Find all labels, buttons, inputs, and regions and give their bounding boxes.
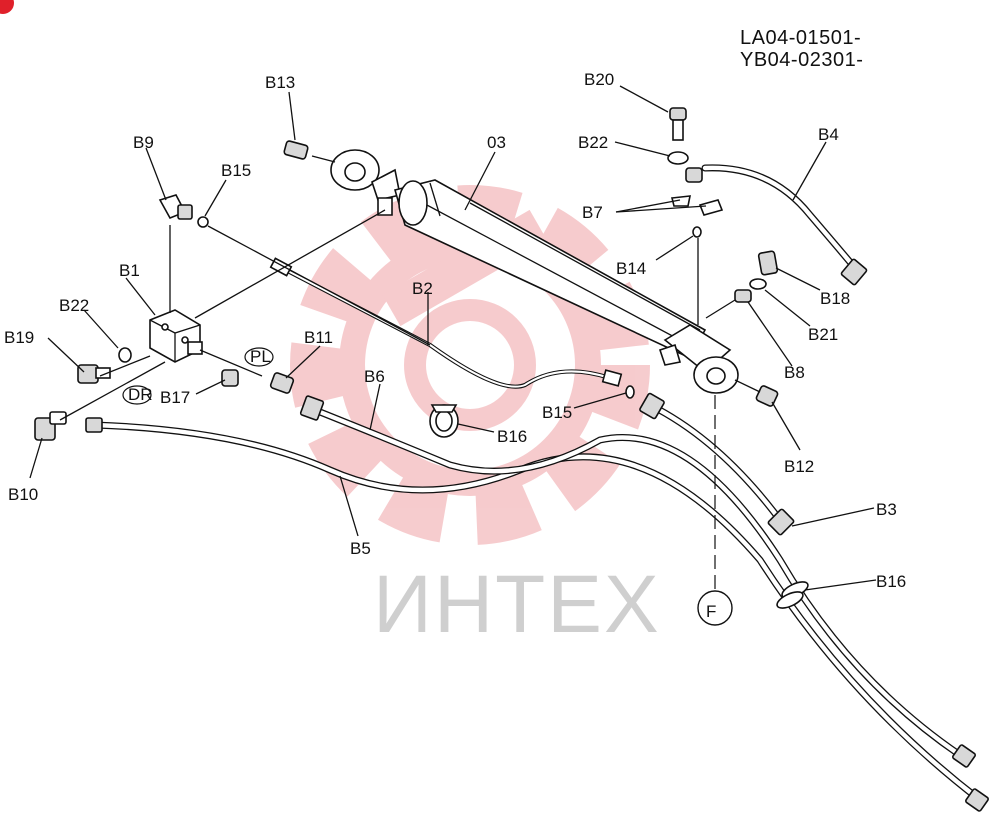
label-b1: B1 xyxy=(119,261,140,280)
label-b14: B14 xyxy=(616,259,646,278)
label-b21: B21 xyxy=(808,325,838,344)
label-b12: B12 xyxy=(784,457,814,476)
assembly-lines xyxy=(59,155,761,600)
label-b4: B4 xyxy=(818,125,839,144)
label-b15-mid: B15 xyxy=(542,403,572,422)
label-b9: B9 xyxy=(133,133,154,152)
label-b11: B11 xyxy=(304,328,333,347)
label-b16-mid: B16 xyxy=(497,427,527,446)
port-mark-dr: DR xyxy=(122,385,153,405)
label-b2: B2 xyxy=(412,279,433,298)
label-b13: B13 xyxy=(265,73,295,92)
label-b5: B5 xyxy=(350,539,371,558)
corner-badge xyxy=(0,0,14,14)
leader-lines xyxy=(29,85,877,591)
label-b8: B8 xyxy=(784,363,805,382)
label-b10: B10 xyxy=(8,485,38,504)
hose-clamp-b16-mid xyxy=(429,404,459,438)
label-b17: B17 xyxy=(160,388,190,407)
label-b18: B18 xyxy=(820,289,850,308)
label-03: 03 xyxy=(487,133,506,152)
svg-text:PL: PL xyxy=(250,347,271,366)
label-b6: B6 xyxy=(364,367,385,386)
pipe-b2 xyxy=(269,257,623,389)
label-b3: B3 xyxy=(876,500,897,519)
view-marker-f: F xyxy=(697,590,733,626)
svg-text:DR: DR xyxy=(128,385,153,404)
label-b16-right: B16 xyxy=(876,572,906,591)
label-b22-top: B22 xyxy=(578,133,608,152)
valve-block-b1 xyxy=(149,309,203,363)
hose-clamp-b16-right xyxy=(776,581,809,609)
port-mark-pl: PL xyxy=(244,347,274,367)
hoses xyxy=(85,164,989,812)
serial-number-2: YB04-02301- xyxy=(740,49,863,71)
label-b7: B7 xyxy=(582,203,603,222)
small-parts xyxy=(34,107,779,441)
callout-labels: B13 03 B20 B22 B4 B9 B15 B7 B14 B18 B1 B… xyxy=(4,70,906,591)
serial-number-1: LA04-01501- xyxy=(740,27,861,49)
label-b15-top: B15 xyxy=(221,161,251,180)
label-b19: B19 xyxy=(4,328,34,347)
svg-text:F: F xyxy=(706,602,716,621)
watermark-text: ИНТЕХ xyxy=(373,559,661,650)
label-b20: B20 xyxy=(584,70,614,89)
label-b22-left: B22 xyxy=(59,296,89,315)
hydraulic-cylinder xyxy=(330,149,739,394)
